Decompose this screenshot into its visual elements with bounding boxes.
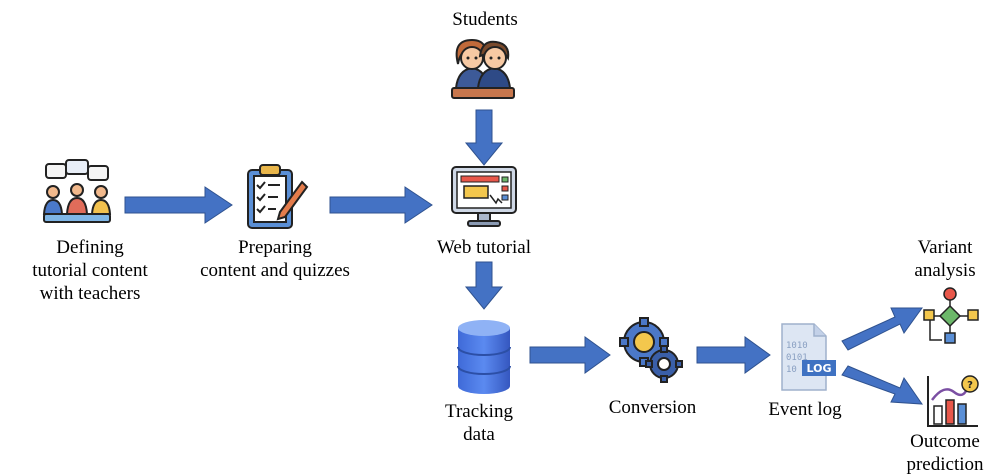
meeting-icon (42, 159, 112, 223)
log-bits-line-3: 10 (786, 365, 797, 375)
outcome-label-line-2: prediction (906, 454, 984, 475)
log-bits-line-1: 1010 (786, 341, 808, 351)
tracking-label-line-2: data (463, 424, 495, 445)
students-icon (451, 38, 515, 99)
monitor-icon (451, 166, 517, 227)
conversion-label: Conversion (608, 397, 697, 418)
tracking-label: Tracking data (424, 400, 534, 446)
arrow-prepare-to-web (329, 186, 433, 224)
arrow-eventlog-to-variant (841, 307, 923, 351)
arrow-tracking-to-conversion (529, 336, 611, 374)
svg-text:?: ? (967, 380, 973, 391)
tracking-label-line-1: Tracking (445, 401, 513, 422)
log-file-icon: 1010 0101 10 LOG (781, 323, 836, 391)
arrow-conversion-to-eventlog (696, 336, 771, 374)
arrow-students-to-web (464, 109, 504, 166)
clipboard-icon (247, 164, 309, 229)
prediction-chart-icon: ? (927, 375, 979, 427)
variant-label-line-2: analysis (914, 260, 976, 281)
define-label-line-2: tutorial content (32, 260, 148, 281)
variant-label-line-1: Variant (917, 237, 973, 258)
log-bits-line-2: 0101 (786, 353, 808, 363)
outcome-label-line-1: Outcome (910, 431, 980, 452)
gears-icon (619, 317, 683, 383)
define-label: Defining tutorial content with teachers (0, 236, 180, 305)
log-badge-text: LOG (807, 362, 832, 375)
flowchart-icon (923, 287, 979, 344)
students-label: Students (452, 9, 518, 30)
database-icon (457, 320, 511, 394)
arrow-eventlog-to-outcome (841, 365, 923, 405)
prepare-label-line-1: Preparing (238, 237, 312, 258)
define-label-line-1: Defining (56, 237, 124, 258)
arrow-web-to-tracking (464, 261, 504, 310)
outcome-label: Outcome prediction (895, 430, 995, 476)
eventlog-label: Event log (768, 399, 842, 420)
variant-label: Variant analysis (895, 236, 995, 282)
arrow-define-to-prepare (124, 186, 233, 224)
prepare-label: Preparing content and quizzes (180, 236, 370, 282)
prepare-label-line-2: content and quizzes (200, 260, 350, 281)
web-label: Web tutorial (437, 237, 531, 258)
define-label-line-3: with teachers (39, 283, 141, 304)
